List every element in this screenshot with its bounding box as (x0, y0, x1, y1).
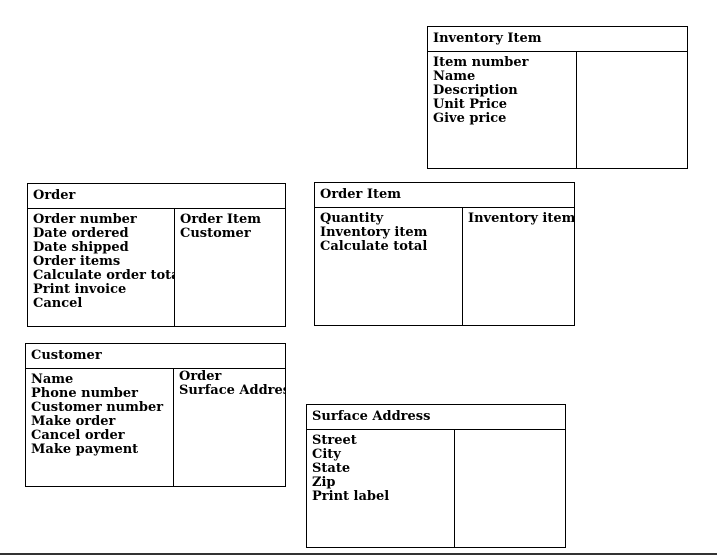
list-item: Zip (312, 475, 336, 490)
card-body: Item number Name Description Unit Price … (428, 51, 687, 168)
list-item: Cancel order (31, 428, 125, 443)
collaborators-list: Order Item Customer (174, 208, 285, 326)
card-customer: Customer Name Phone number Customer numb… (25, 343, 286, 487)
list-item: Inventory item (320, 225, 428, 240)
list-item: Give price (433, 111, 507, 126)
list-item: Date shipped (33, 240, 129, 255)
card-body: Name Phone number Customer number Make o… (26, 368, 285, 486)
card-inventory-item: Inventory Item Item number Name Descript… (427, 26, 688, 169)
responsibilities-list: Name Phone number Customer number Make o… (26, 368, 174, 486)
list-item: Unit Price (433, 97, 508, 112)
responsibilities-list: Order number Date ordered Date shipped O… (28, 208, 175, 326)
list-item: Calculate total (320, 239, 428, 254)
list-item: Make payment (31, 442, 139, 457)
card-title: Order (28, 184, 285, 209)
list-item: Order items (33, 254, 121, 269)
list-item: Street (312, 433, 357, 448)
collaborators-list (576, 51, 687, 168)
list-item: Description (433, 83, 518, 98)
list-item: Cancel (33, 296, 83, 311)
card-order: Order Order number Date ordered Date shi… (27, 183, 286, 327)
list-item: Item number (433, 55, 529, 70)
list-item: Quantity (320, 211, 384, 226)
list-item: Inventory item (468, 211, 574, 226)
list-item: State (312, 461, 351, 476)
card-surface-address: Surface Address Street City State Zip Pr… (306, 404, 566, 548)
card-body: Quantity Inventory item Calculate total … (315, 207, 574, 325)
list-item: Print invoice (33, 282, 127, 297)
list-item: Order Item (180, 212, 262, 227)
collaborators-list: Inventory item (462, 207, 574, 325)
list-item: Customer (180, 226, 251, 241)
responsibilities-list: Item number Name Description Unit Price … (428, 51, 577, 168)
card-body: Street City State Zip Print label (307, 429, 565, 547)
card-title: Customer (26, 344, 285, 369)
list-item: Order (179, 369, 222, 384)
list-item: Surface Address (179, 383, 285, 398)
list-item: Date ordered (33, 226, 129, 241)
list-item: Name (31, 372, 74, 387)
card-title: Order Item (315, 183, 574, 208)
list-item: Make order (31, 414, 116, 429)
list-item: Customer number (31, 400, 164, 415)
list-item: Name (433, 69, 476, 84)
card-body: Order number Date ordered Date shipped O… (28, 208, 285, 326)
collaborators-list (454, 429, 565, 547)
list-item: City (312, 447, 341, 462)
collaborators-list: Order Surface Address (173, 368, 285, 486)
bottom-divider (0, 553, 717, 555)
list-item: Order number (33, 212, 137, 227)
list-item: Phone number (31, 386, 139, 401)
card-order-item: Order Item Quantity Inventory item Calcu… (314, 182, 575, 326)
responsibilities-list: Street City State Zip Print label (307, 429, 455, 547)
list-item: Calculate order total (33, 268, 175, 283)
card-title: Inventory Item (428, 27, 687, 52)
card-title: Surface Address (307, 405, 565, 430)
list-item: Print label (312, 489, 390, 504)
responsibilities-list: Quantity Inventory item Calculate total (315, 207, 463, 325)
